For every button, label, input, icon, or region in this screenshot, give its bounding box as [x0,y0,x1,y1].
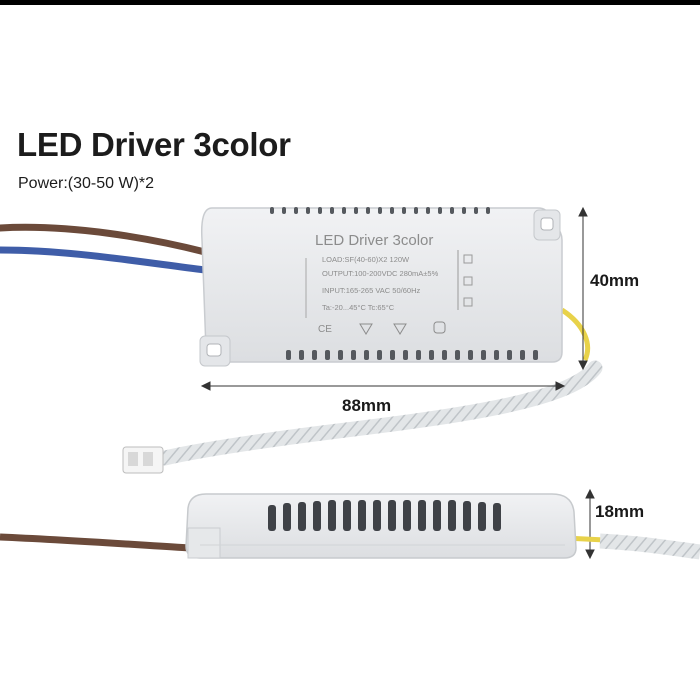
ce-mark: CE [318,324,332,335]
driver-case-top: LED Driver 3color LOAD:SF(40-60)X2 120W … [199,207,563,367]
certification-icon [433,321,446,334]
power-rating: Power:(30-50 W)*2 [18,175,155,192]
case-output: OUTPUT:100-200VDC 280mA±5% [322,269,439,278]
case-load: LOAD:SF(40-60)X2 120W [322,255,410,264]
product-title: LED Driver 3color [17,126,291,163]
driver-case-side [0,493,700,560]
thickness-dimension-label: 18mm [595,502,645,521]
height-dimension-label: 40mm [590,271,640,290]
output-cable-top [122,307,603,474]
case-input: INPUT:165-265 VAC 50/60Hz [322,286,420,295]
safety-triangle-icon [359,323,373,335]
safety-triangle-icon [393,323,407,335]
case-temp: Ta:-20...45°C Tc:65°C [322,303,395,312]
top-border [0,0,700,5]
dimension-lines [200,206,595,560]
length-dimension-label: 88mm [342,396,392,415]
case-title: LED Driver 3color [315,232,433,249]
input-wires [0,223,209,274]
